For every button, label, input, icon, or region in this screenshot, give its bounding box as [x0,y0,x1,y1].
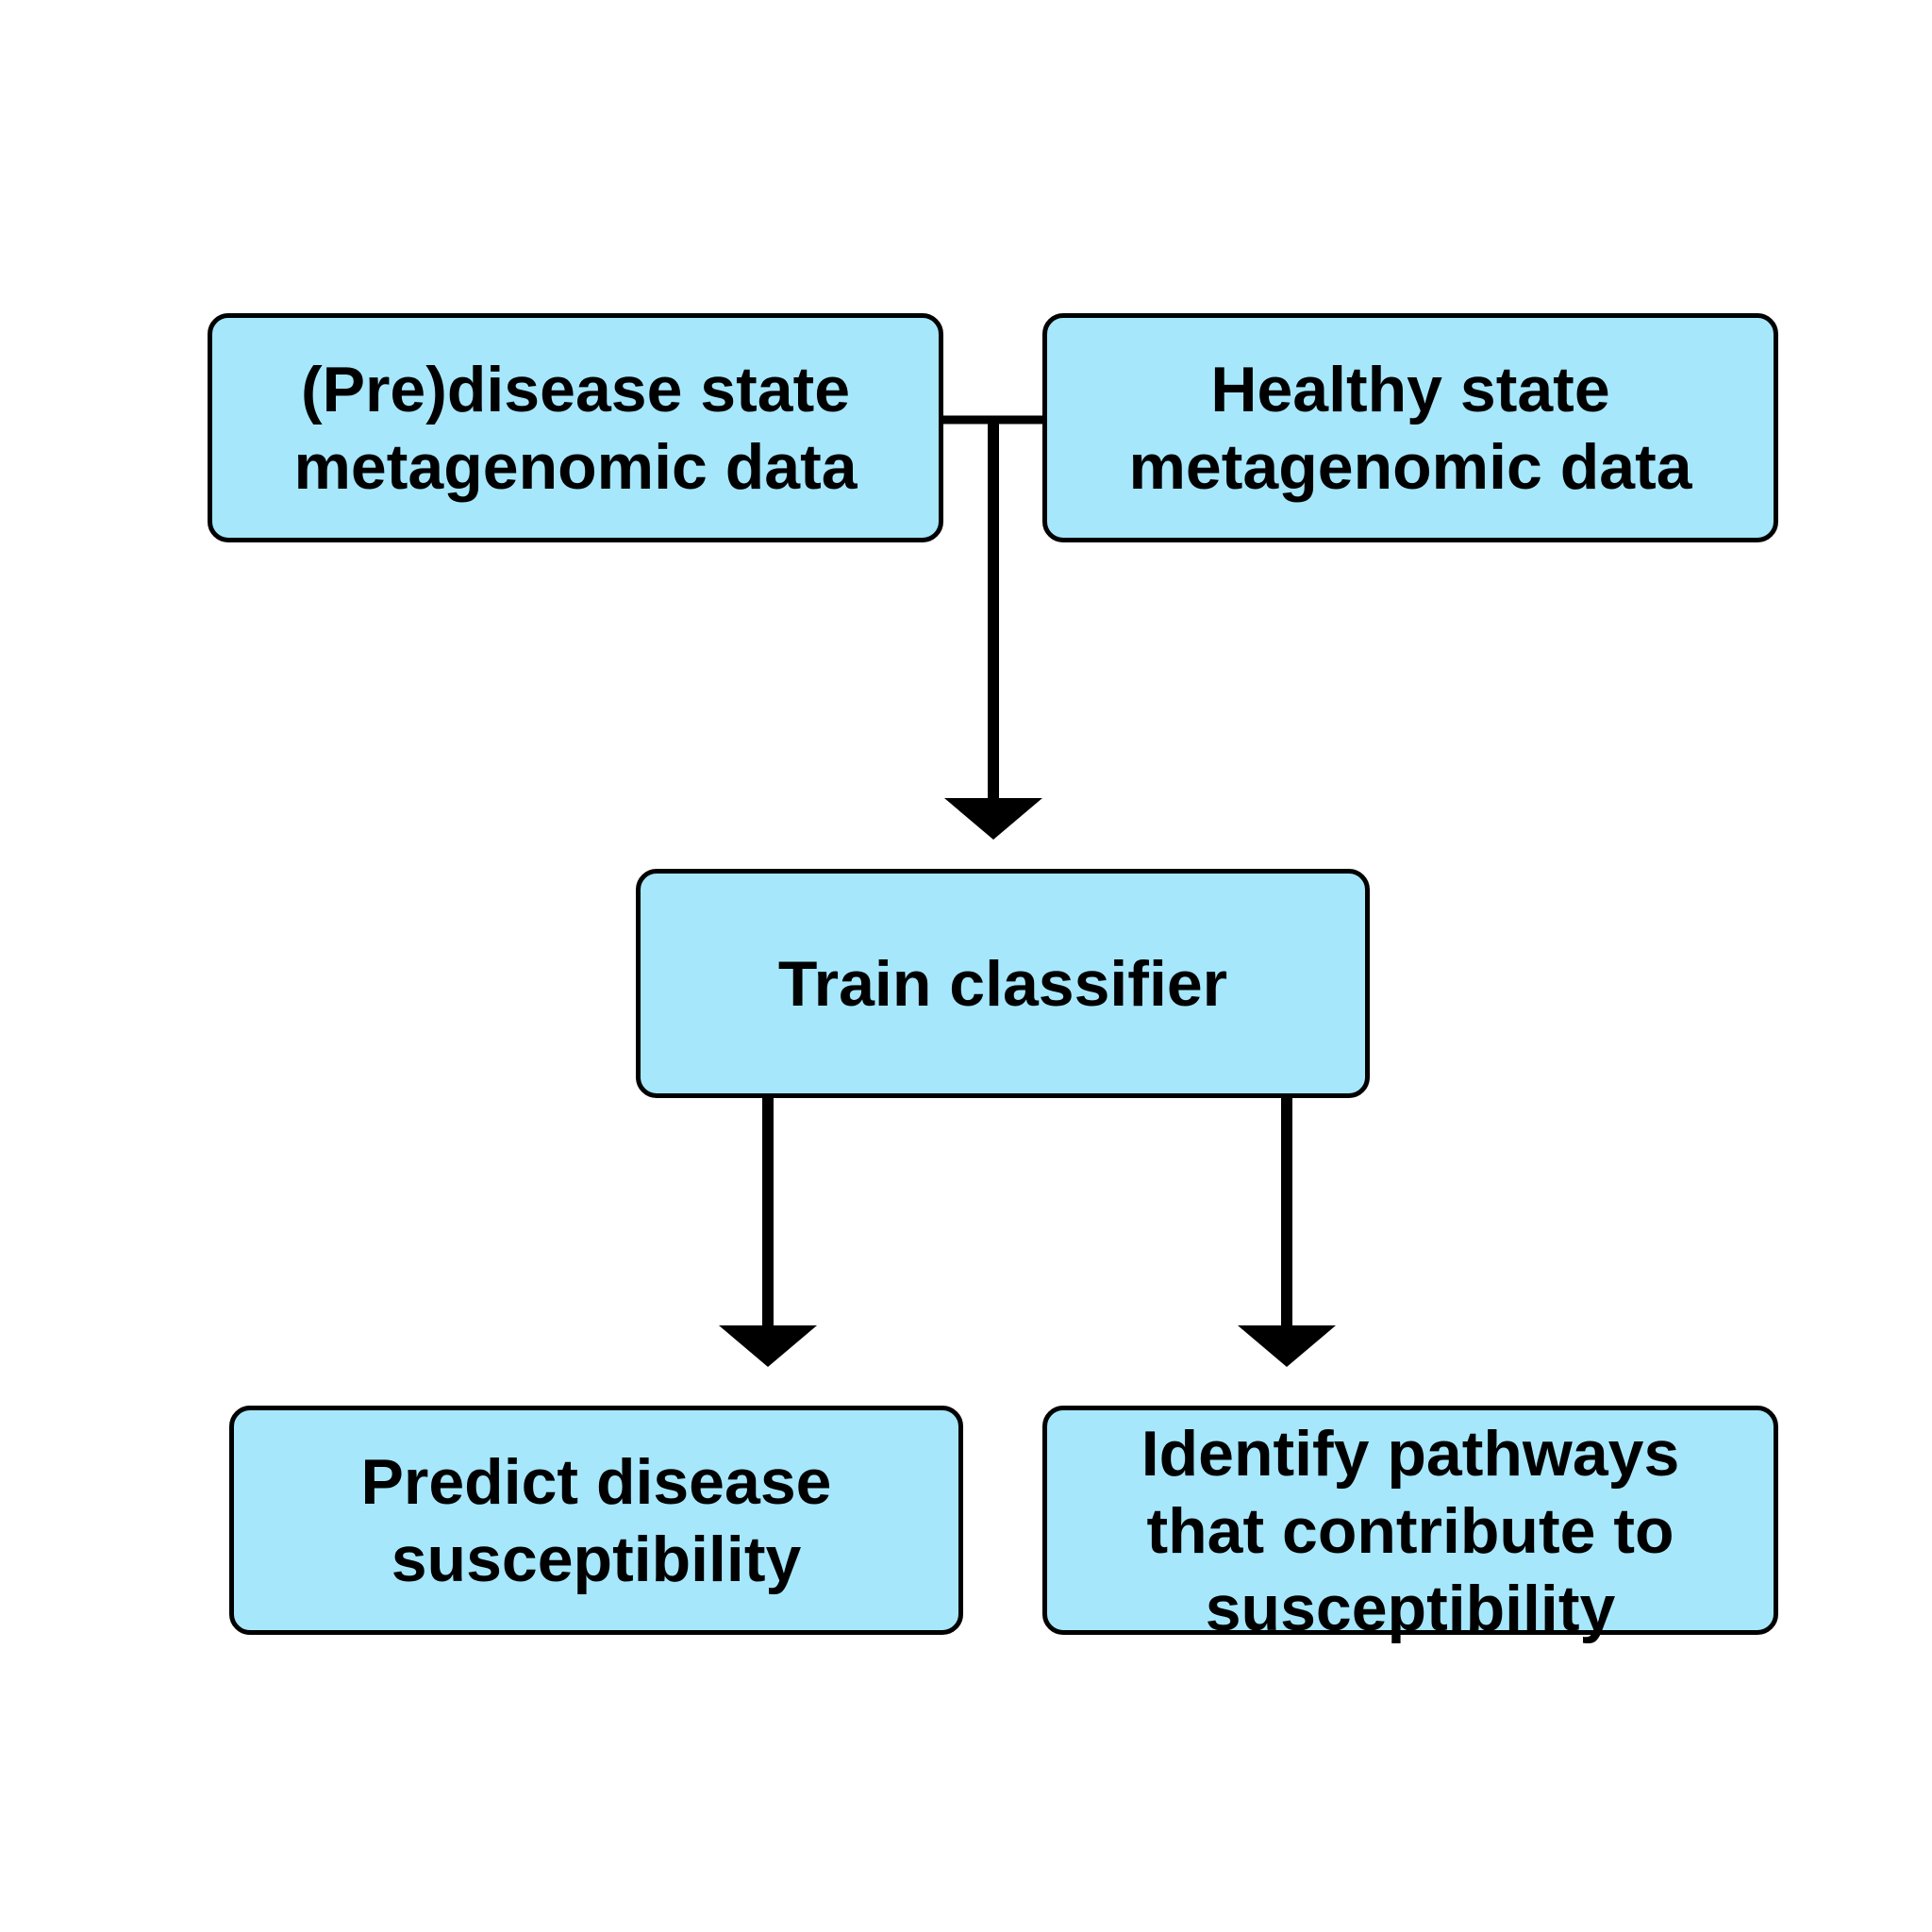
train-classifier-node: Train classifier [636,869,1370,1098]
predict-node: Predict disease susceptibility [229,1406,963,1635]
pathways-line3: susceptibility [1205,1572,1616,1644]
train-classifier-label: Train classifier [777,947,1228,1020]
arrowhead-to-predict [719,1325,817,1367]
healthy-data-node: Healthy state metagenomic data [1042,313,1778,542]
predict-line2: susceptibility [391,1523,802,1595]
disease-data-line2: metagenomic data [293,430,858,503]
disease-data-node: (Pre)disease state metagenomic data [208,313,943,542]
pathways-line2: that contribute to [1146,1494,1674,1567]
healthy-data-line2: metagenomic data [1128,430,1692,503]
arrowhead-to-train [944,798,1042,840]
disease-data-line1: (Pre)disease state [300,353,851,425]
arrowhead-to-pathways [1238,1325,1336,1367]
healthy-data-line1: Healthy state [1210,353,1610,425]
predict-line1: Predict disease [360,1445,832,1518]
pathways-line1: Identify pathways [1141,1417,1680,1490]
pathways-node: Identify pathways that contribute to sus… [1042,1406,1778,1644]
